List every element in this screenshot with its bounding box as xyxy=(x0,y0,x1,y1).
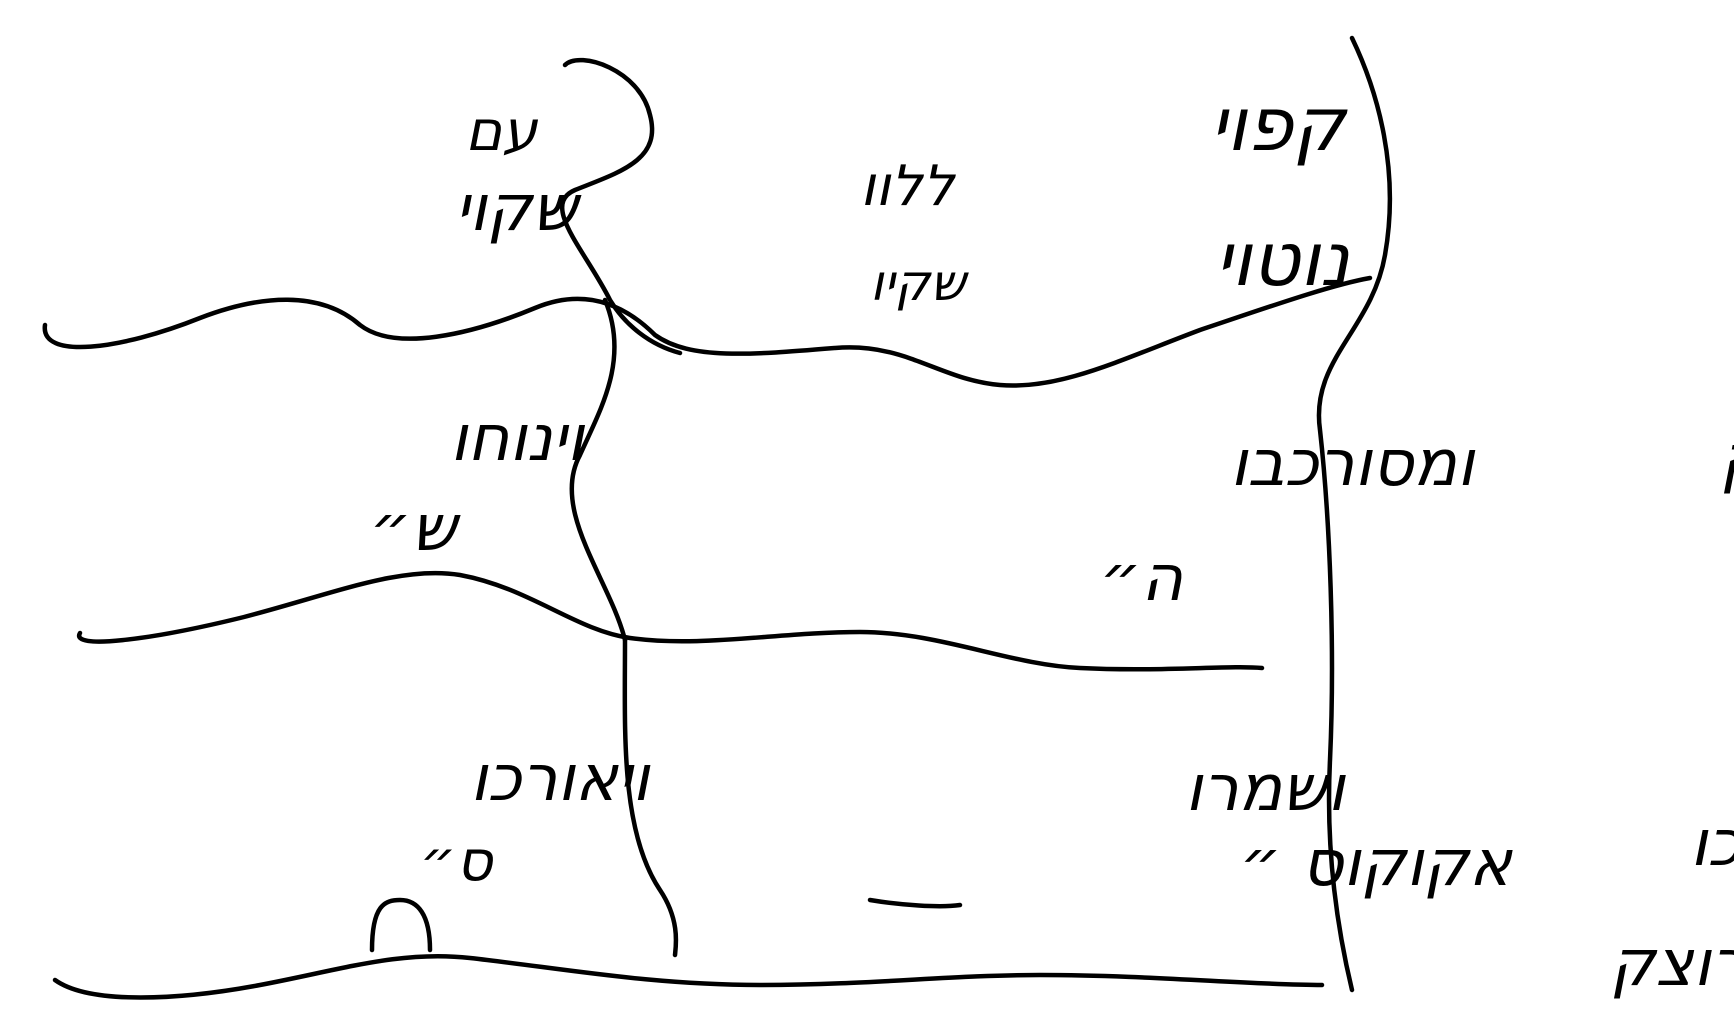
middle-left-line2: ש״ xyxy=(370,492,461,566)
top-right-line1: קפוי xyxy=(1210,82,1348,168)
margin-right-upper: רוציק xyxy=(1720,422,1734,496)
cell-bottom-right: ושמרו אקוקוס ״ xyxy=(1185,752,1513,901)
grid-lines xyxy=(45,38,1390,998)
bottom-right-line1: ושמרו xyxy=(1185,752,1346,826)
margin-right-lower-line1: לכו xyxy=(1690,807,1734,881)
cell-top-middle: ללוו שקיו xyxy=(860,154,969,312)
cell-bottom-left: ויאורכו ס״ xyxy=(420,742,651,894)
cell-middle-left: וינוחו ש״ xyxy=(370,402,586,566)
bottom-left-line2: ס״ xyxy=(420,829,494,894)
row1-divider xyxy=(45,278,1370,386)
cell-top-right: קפוי נוטוי xyxy=(1210,82,1350,303)
row2-divider xyxy=(79,573,1262,669)
middle-left-line1: וינוחו xyxy=(450,402,586,476)
margin-right-lower-line2: רוצק xyxy=(1610,927,1734,1001)
bottom-left-arc xyxy=(372,900,430,950)
underline-mark xyxy=(870,900,960,906)
cell-middle-right: ומסורכבו ה״ xyxy=(1100,427,1476,616)
bottom-right-line2: אקוקוס ״ xyxy=(1240,827,1513,901)
top-middle-line1: ללוו xyxy=(860,154,956,219)
middle-right-line1: ומסורכבו xyxy=(1230,427,1476,501)
margin-labels: רוציק לכו רוצק xyxy=(1610,422,1734,1001)
bottom-left-line1: ויאורכו xyxy=(470,742,651,816)
bottom-border-line xyxy=(55,956,1322,997)
top-right-line2: נוטוי xyxy=(1215,217,1350,303)
cell-top-left: עם שקוי xyxy=(455,99,582,246)
top-left-line1: עם xyxy=(465,99,538,164)
top-middle-line2: שקיו xyxy=(870,254,969,312)
top-left-line2: שקוי xyxy=(455,172,582,246)
middle-right-line2: ה״ xyxy=(1100,542,1183,616)
